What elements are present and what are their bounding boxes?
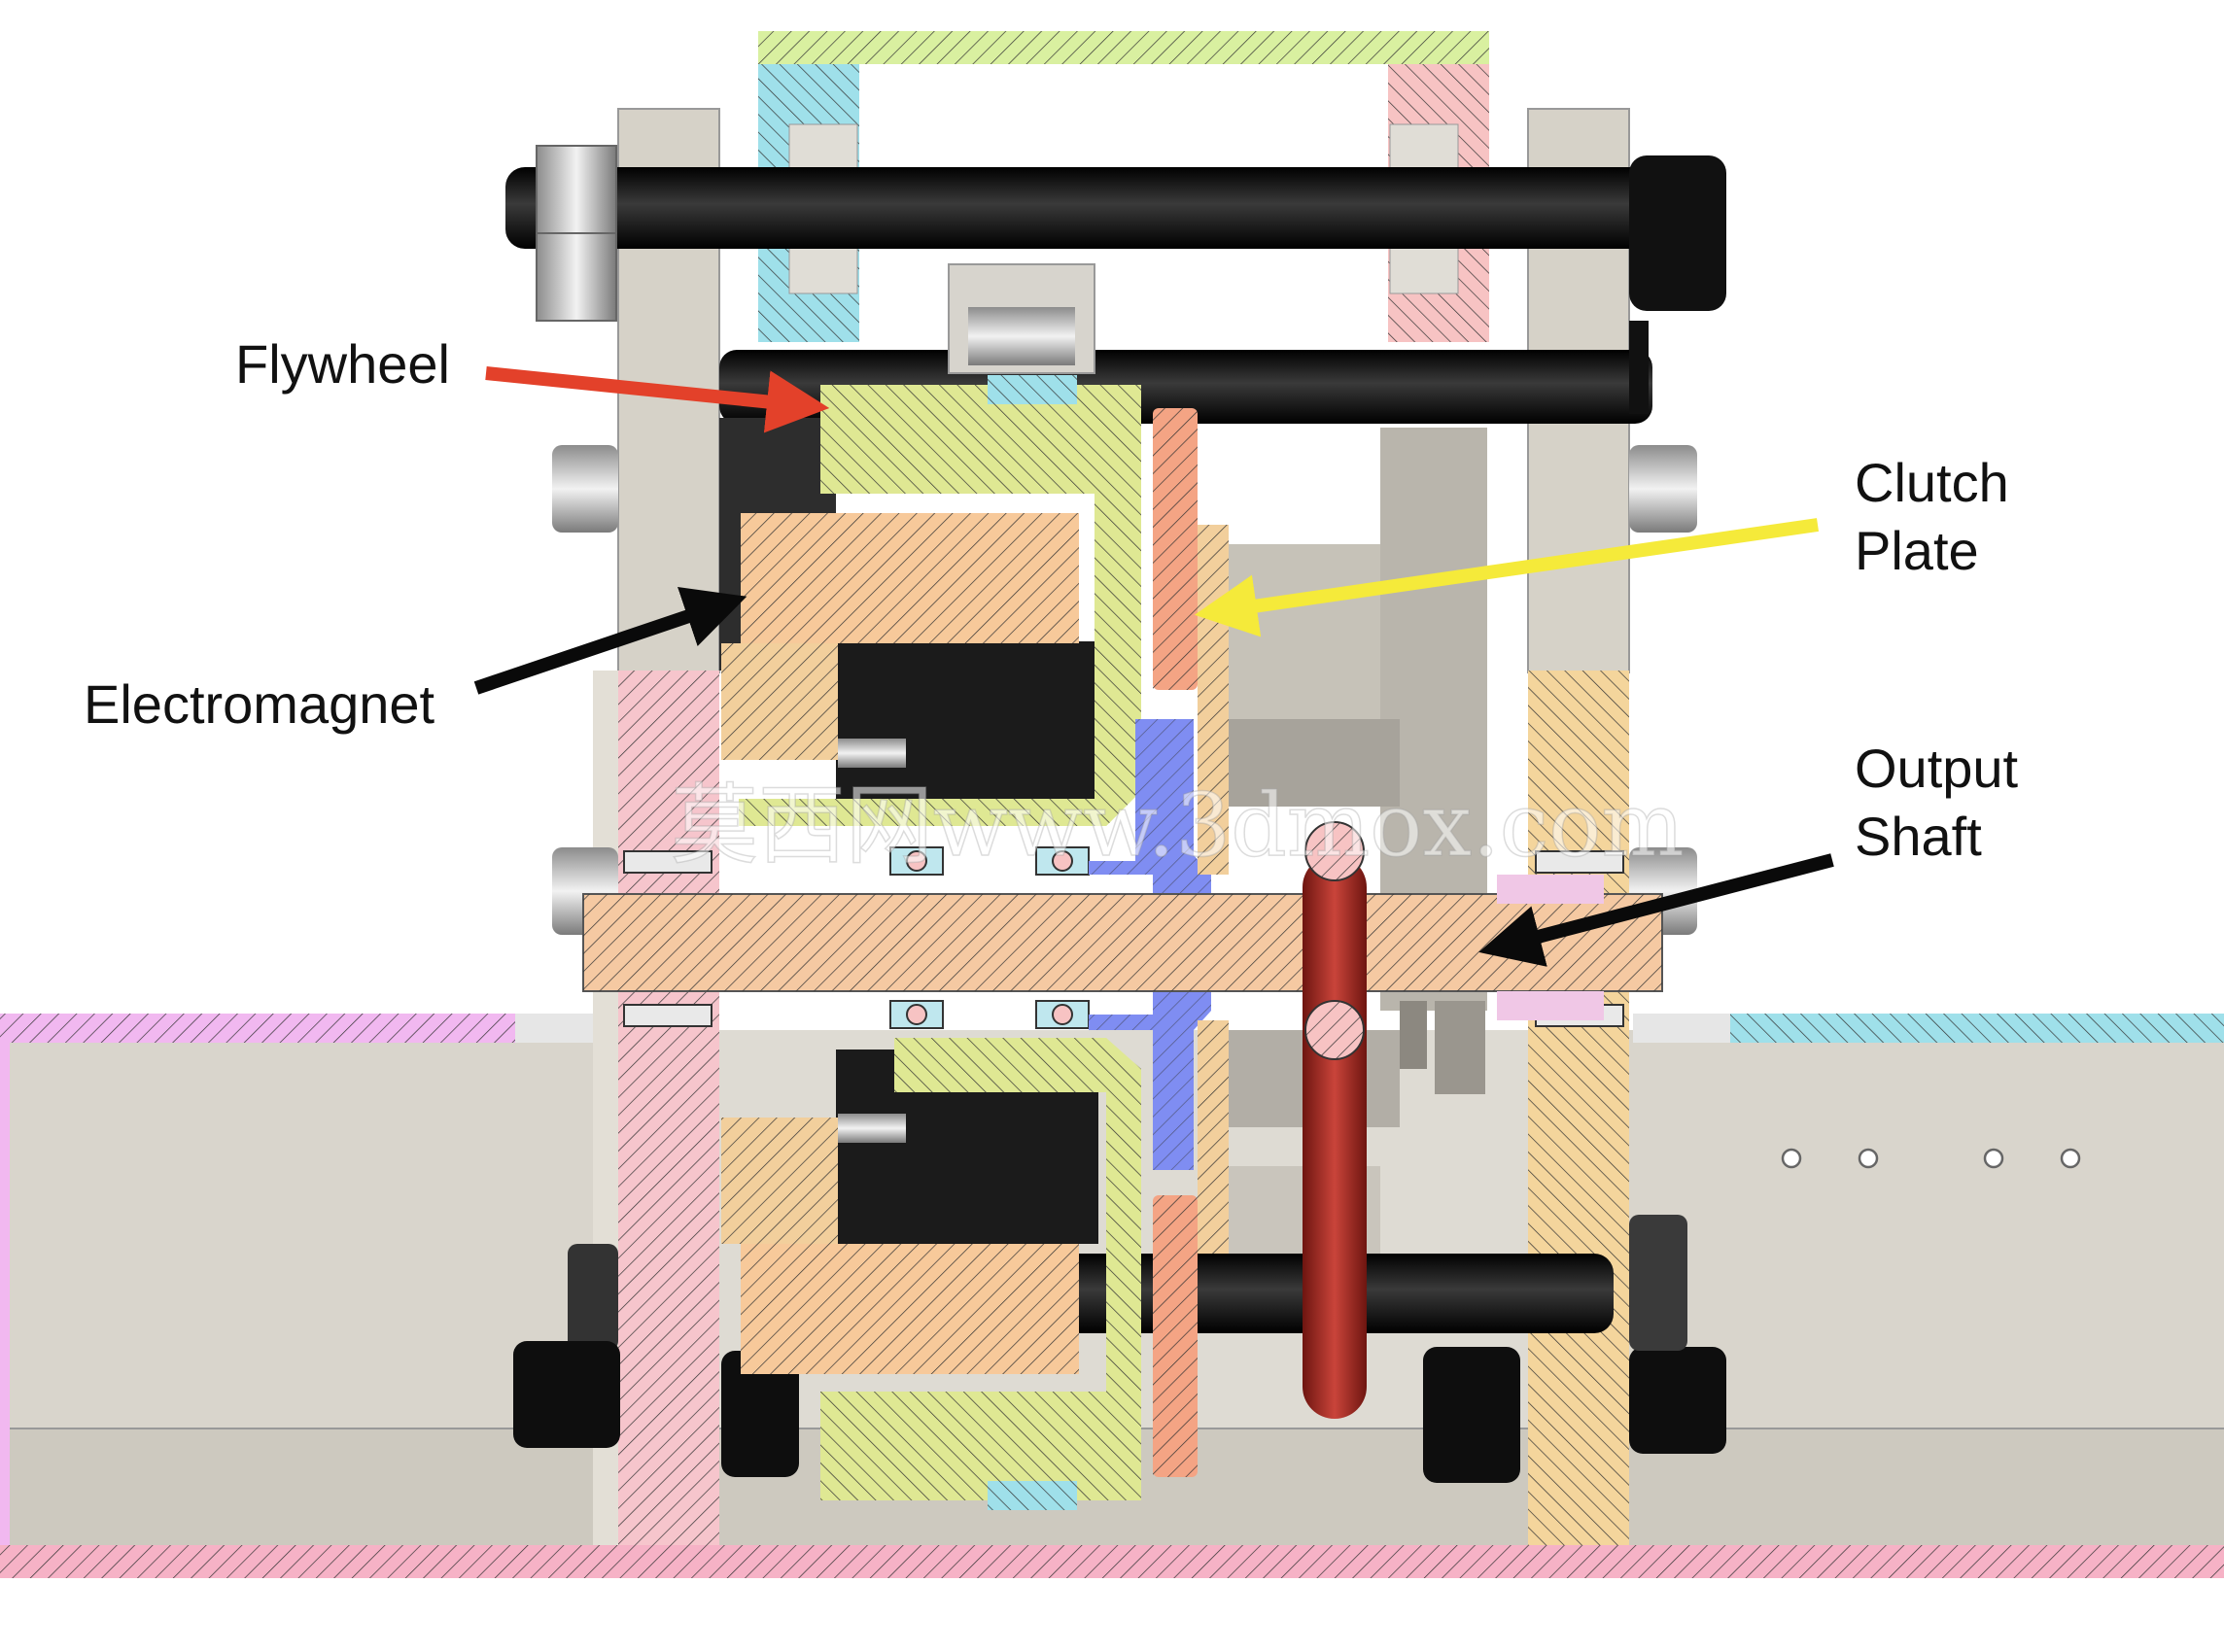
clutch-plate-arrow [1194,518,1820,637]
upper-tie-rod [505,167,1701,249]
output-shaft-arrow [1478,853,1834,967]
clutch-plate-label: Clutch Plate [1855,449,2009,585]
electromagnet-arrow [473,586,747,695]
left-side-plate [593,108,720,1545]
clutch-plate-part [1153,408,1229,1477]
flywheel-arrow [485,366,830,433]
lever-handle [1303,821,1485,1419]
flywheel-part [739,375,1141,1510]
output-shaft-label-line1: Output [1855,738,2019,799]
electromagnet-part [721,513,1079,1374]
output-shaft-label-line2: Shaft [1855,806,1982,867]
clutch-plate-label-line1: Clutch [1855,452,2009,513]
output-shaft-label: Output Shaft [1855,735,2018,871]
clutch-plate-label-line2: Plate [1855,520,1979,581]
callout-arrows [473,366,1834,967]
flywheel-label: Flywheel [235,333,450,395]
watermark-text: 莫西网www.3dmox.com [671,774,1685,877]
electromagnet-label: Electromagnet [84,673,435,735]
hub-part [1089,719,1211,1170]
rod-end-cap [1629,155,1726,311]
mounting-holes [1781,1148,2081,1169]
